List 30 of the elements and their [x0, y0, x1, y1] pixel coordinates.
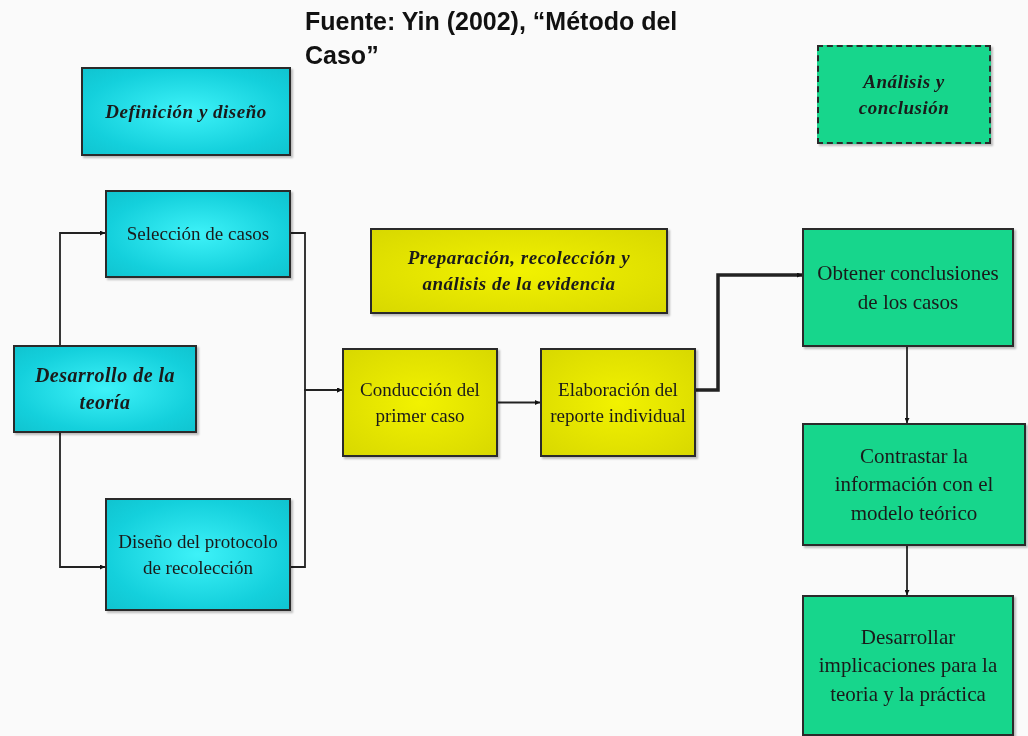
process-box: [802, 228, 1014, 347]
box-label: Análisis y conclusión: [857, 69, 951, 120]
arrow: [497, 400, 541, 405]
box-label: Diseño del protocolo de recolección: [117, 529, 279, 580]
box-label: Desarrollar implicaciones para la teoria y la práctica: [817, 624, 999, 708]
box-label: Contrastar la información con el modelo teórico: [833, 443, 995, 527]
arrow: [59, 432, 106, 570]
box-label: Conducción del primer caso: [359, 377, 481, 428]
box-label: Definición y diseño: [105, 99, 267, 124]
box-label: Elaboración del reporte individual: [550, 377, 686, 428]
box-label: Desarrollo de la teoría: [33, 363, 177, 415]
box-label: Selección de casos: [126, 222, 270, 247]
title: Fuente: Yin (2002), “Método del Caso”: [305, 6, 679, 71]
arrow: [696, 272, 802, 392]
process-box: [540, 348, 696, 457]
box-label: Preparación, recolección y análisis de la evidencia: [406, 246, 632, 296]
arrow: [904, 545, 910, 596]
process-box: [105, 498, 291, 611]
process-box: [370, 228, 668, 314]
arrow: [59, 230, 106, 346]
process-box: [802, 595, 1014, 736]
arrow: [290, 387, 343, 568]
process-box: [13, 345, 197, 433]
process-box: [81, 67, 291, 156]
process-box: [817, 45, 991, 144]
process-box: [342, 348, 498, 457]
process-box: [105, 190, 291, 278]
process-box: [802, 423, 1026, 546]
box-label: Obtener conclusiones de los casos: [816, 260, 1000, 316]
arrow: [904, 346, 910, 424]
